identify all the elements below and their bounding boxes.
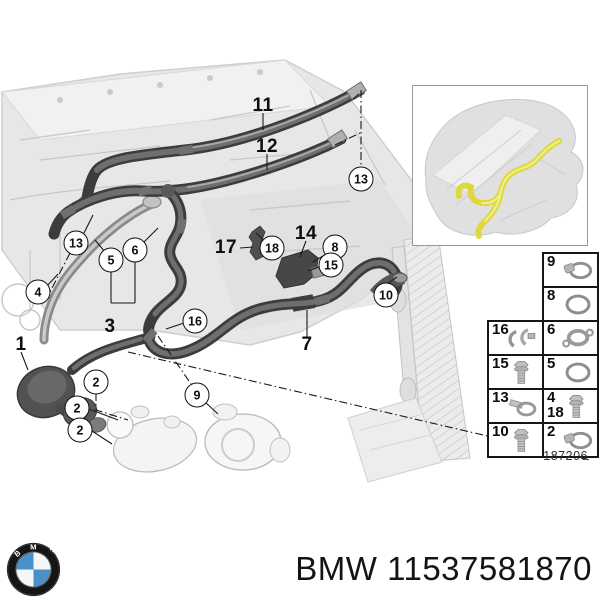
legend-item-number: 9 — [547, 253, 556, 270]
legend-empty-cell — [488, 253, 543, 287]
legend-cell-6: 6 — [542, 320, 599, 356]
legend-cell-13: 13 — [487, 388, 544, 424]
o-ring-icon — [565, 362, 591, 383]
hose-clamps — [59, 144, 330, 344]
gasket-icon — [561, 327, 595, 349]
highlighted-hoses — [455, 138, 562, 239]
clamp-clip-icon — [508, 398, 537, 417]
legend-cell-5: 5 — [542, 354, 599, 390]
screw-icon — [569, 395, 584, 418]
hose-11 — [81, 84, 366, 204]
thermostat — [204, 403, 291, 471]
diagram-code: 187206 — [543, 449, 588, 463]
radiator — [347, 233, 471, 483]
hoses — [48, 81, 408, 375]
legend-item-number: 5 — [547, 355, 556, 372]
svg-text:W: W — [47, 543, 59, 555]
clip-icon — [508, 328, 537, 348]
legend-empty-cell — [488, 287, 543, 321]
engine-block — [1, 59, 431, 346]
legend-item-number: 10 — [492, 423, 509, 440]
part-number-text: BMW 11537581870 — [295, 550, 592, 587]
legend-cell-15: 15 — [487, 354, 544, 390]
inset-art — [424, 99, 584, 239]
main-diagram — [1, 59, 591, 483]
legend-cell-2: 2 — [542, 422, 599, 458]
legend-item-number: 6 — [547, 321, 556, 338]
legend-item-number: 2 — [547, 423, 556, 440]
o-ring-icon — [565, 294, 591, 315]
legend-item-number: 15 — [492, 355, 509, 372]
legend-item-number: 16 — [492, 321, 509, 338]
hose-clamp-icon — [562, 261, 593, 280]
legend-cell-9: 9 — [542, 252, 599, 288]
bmw-logo: B M W — [6, 543, 61, 597]
engine-inset-thumbnail — [412, 85, 588, 246]
legend-item-number: 13 — [492, 389, 509, 406]
hose-from-tank — [67, 334, 148, 375]
part-1-unit — [16, 365, 107, 433]
legend-item-number: 8 — [547, 287, 556, 304]
svg-text:B: B — [12, 548, 22, 559]
svg-text:M: M — [30, 543, 36, 552]
legend-cell-8: 8 — [542, 286, 599, 322]
legend-cell-10: 10 — [487, 422, 544, 458]
bmw-roundel-quadrants — [16, 552, 51, 587]
legend-cell-16: 16 — [487, 320, 544, 356]
screw-icon — [514, 361, 529, 384]
water-pump — [106, 405, 198, 473]
